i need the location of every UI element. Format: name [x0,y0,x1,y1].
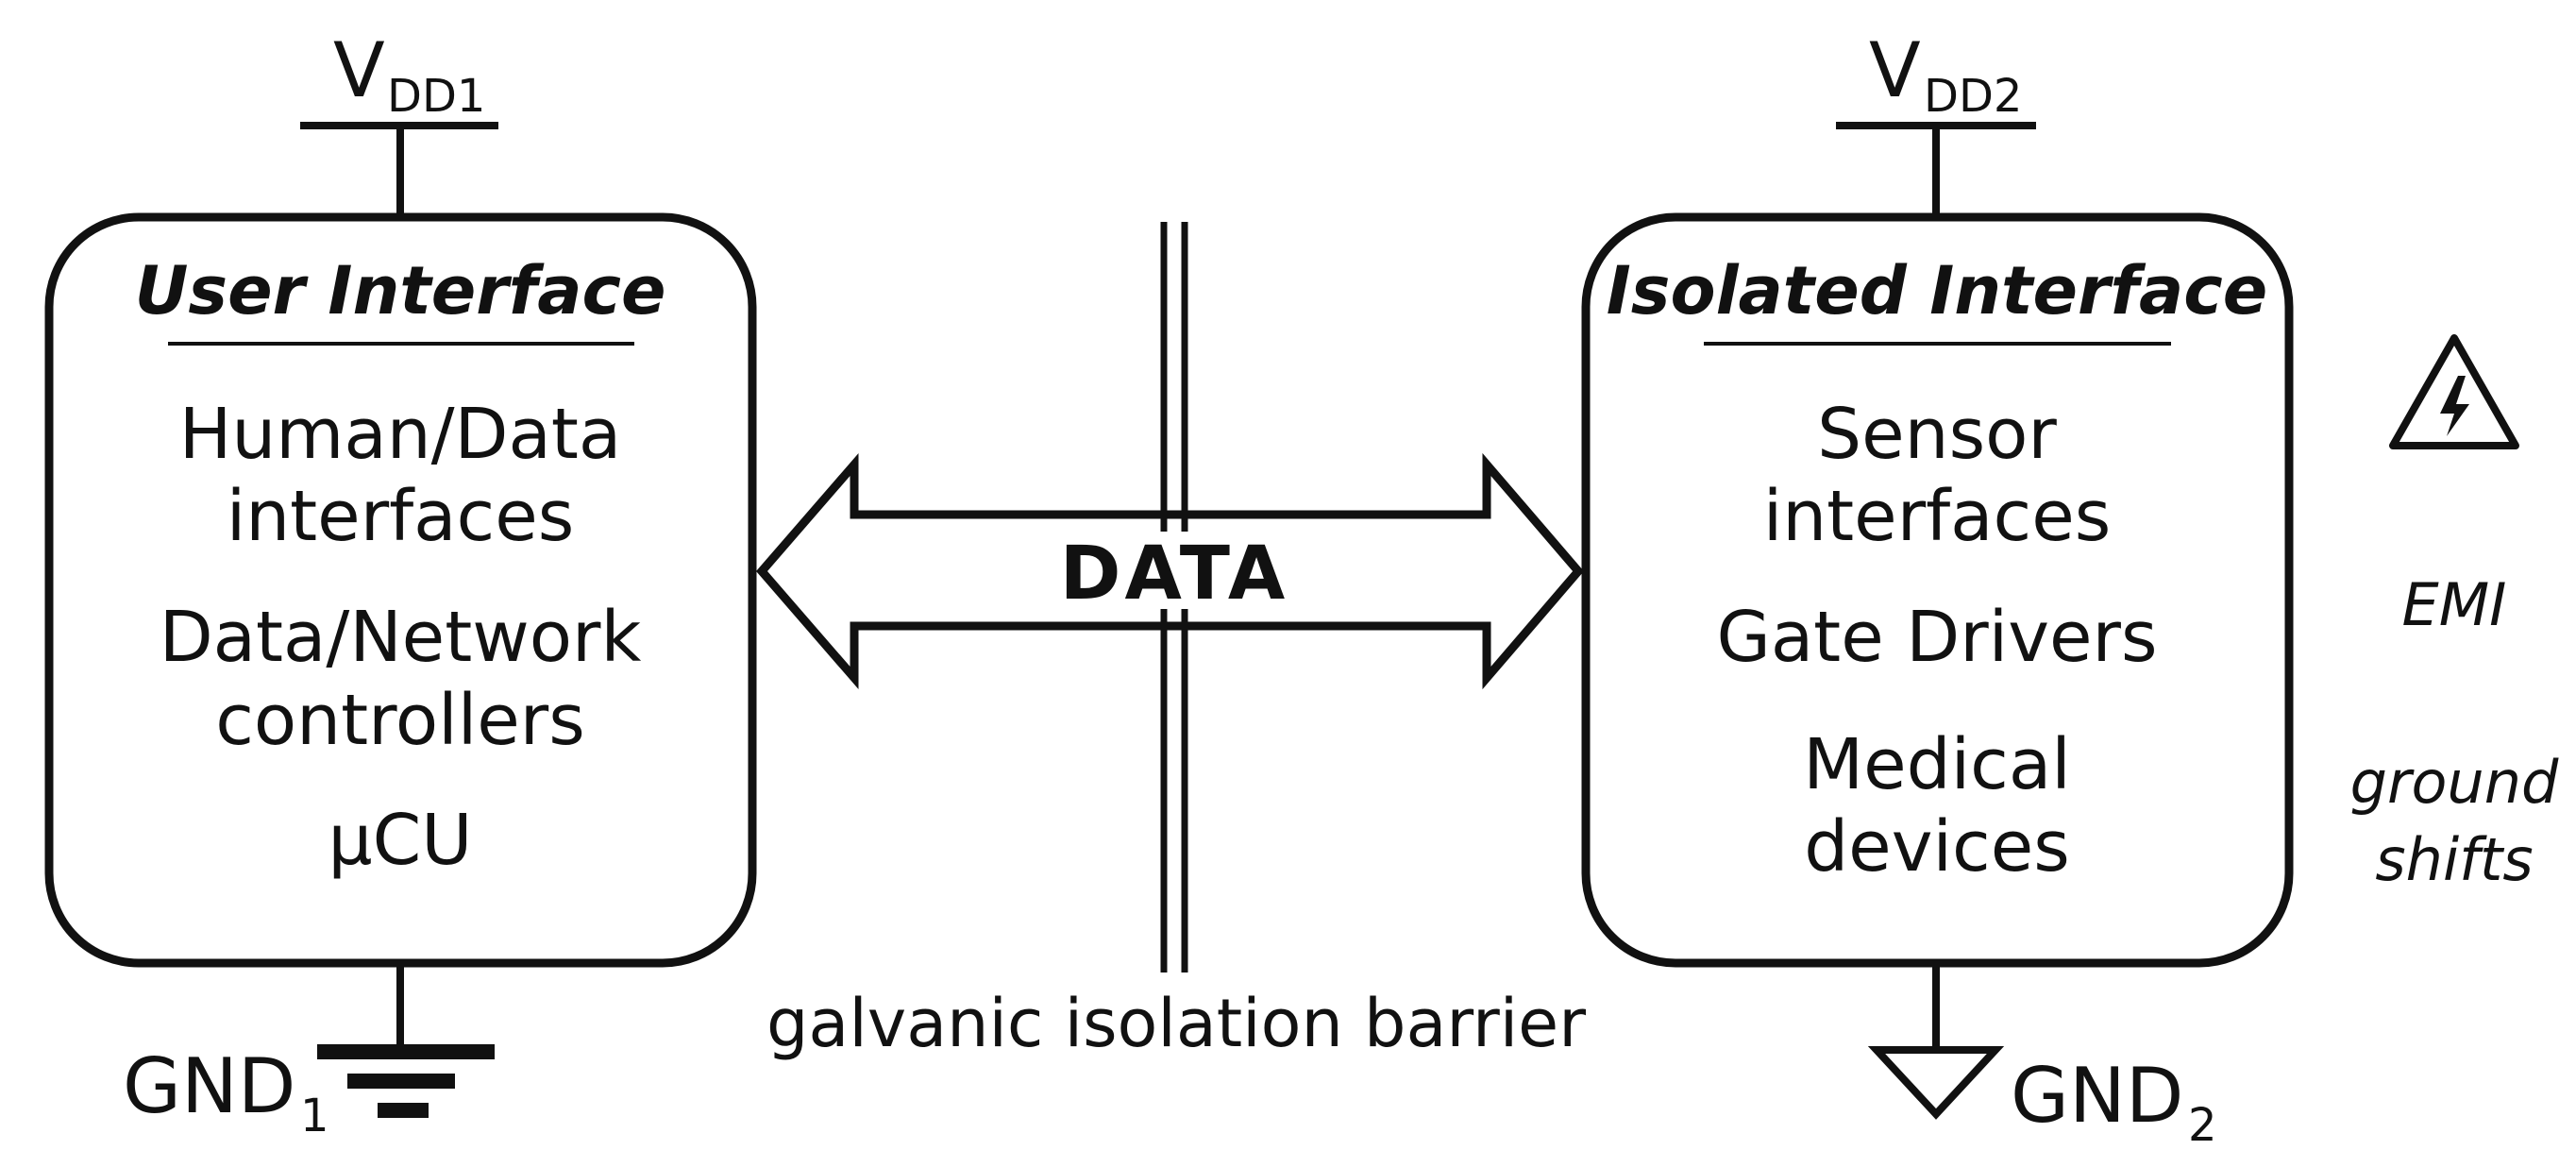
barrier-label: galvanic isolation barrier [766,985,1586,1062]
user-line-3: Data/Network [160,597,642,678]
gnd2-ground: GND 2 [1867,963,2217,1152]
data-arrow: DATA [756,452,1584,690]
isolated-line-1: Sensor [1817,394,2057,475]
isolated-line-4: Medical [1803,724,2071,805]
isolated-line-3: Gate Drivers [1716,597,2157,678]
user-line-2: interfaces [227,476,575,557]
gnd2-subscript: 2 [2188,1099,2217,1152]
vdd2-subscript: DD2 [1924,70,2022,123]
user-line-4: controllers [215,680,585,761]
high-voltage-warning-icon [2389,334,2519,449]
vdd1-label: V [333,26,385,114]
emi-label: EMI [2402,570,2507,639]
isolated-line-2: interfaces [1763,476,2112,557]
ground-shifts-label-1: ground [2350,748,2559,817]
user-line-5: µCU [328,800,473,881]
gnd1-ground: GND 1 [123,963,495,1142]
vdd2-supply: V DD2 [1836,26,2036,215]
gnd2-label: GND [2011,1052,2183,1140]
isolated-interface-box: Isolated Interface Sensor interfaces Gat… [1581,212,2294,968]
vdd2-label: V [1869,26,1921,114]
isolated-line-5: devices [1804,806,2070,888]
user-line-1: Human/Data [179,394,622,475]
gnd1-label: GND [123,1042,295,1130]
hazard-notes: EMI ground shifts [2350,334,2559,894]
user-interface-box: User Interface Human/Data interfaces Dat… [44,212,757,968]
vdd1-supply: V DD1 [300,26,498,215]
ground-shifts-label-2: shifts [2375,825,2533,894]
vdd1-subscript: DD1 [387,70,485,123]
gnd1-subscript: 1 [300,1090,329,1142]
isolated-interface-title: Isolated Interface [1607,252,2267,330]
data-label: DATA [1060,532,1289,617]
user-interface-title: User Interface [135,252,666,330]
